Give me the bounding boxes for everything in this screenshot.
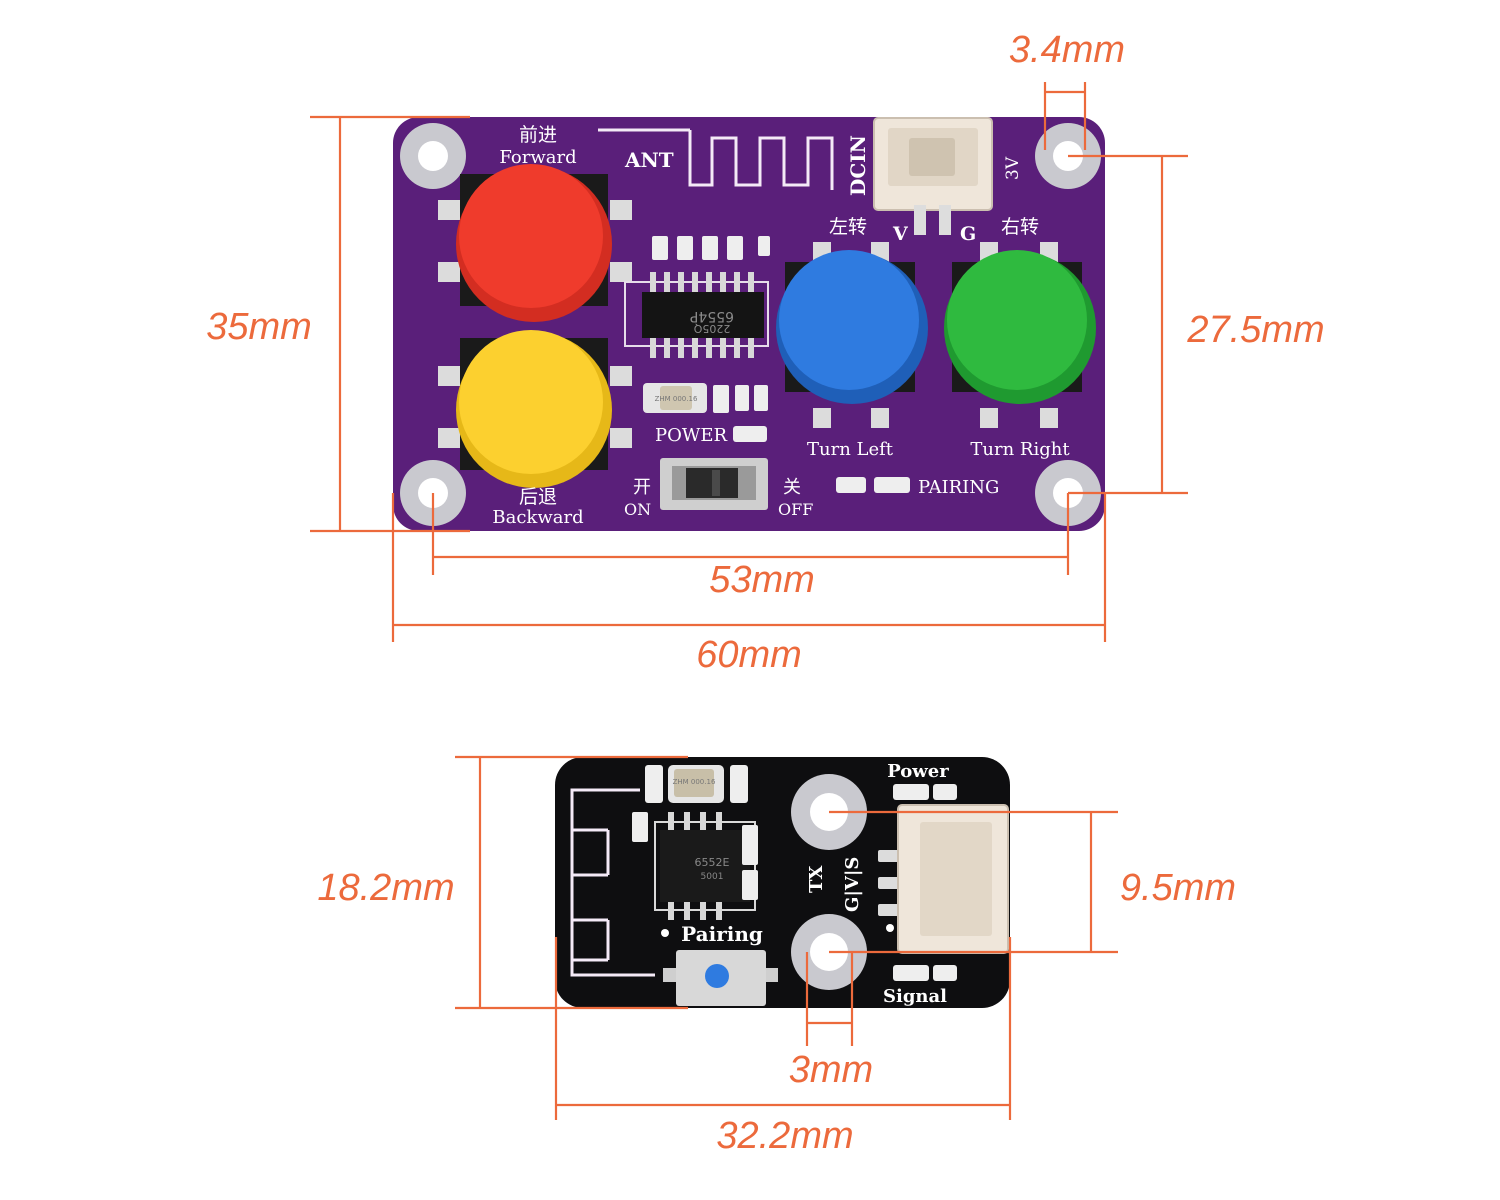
receiver-power-label: Power bbox=[887, 761, 949, 782]
receiver-power-resistor bbox=[933, 784, 957, 800]
pairing-led-2 bbox=[874, 477, 910, 493]
receiver-crystal: ZHM 000.16 bbox=[645, 765, 748, 803]
dim-rx-hole-spacing: 9.5mm bbox=[1120, 867, 1236, 909]
turn-left-button[interactable] bbox=[776, 242, 928, 428]
controller-antenna bbox=[598, 128, 834, 190]
off-en-label: OFF bbox=[778, 500, 813, 519]
receiver-power-led bbox=[893, 784, 929, 800]
receiver-signal-resistor bbox=[933, 965, 957, 981]
pairing-led-1 bbox=[836, 477, 866, 493]
forward-button[interactable] bbox=[438, 164, 632, 322]
on-cn-label: 开 bbox=[633, 477, 651, 498]
dim-rx-height: 18.2mm bbox=[317, 867, 454, 909]
controller-crystal-text: ZHM 000.16 bbox=[655, 395, 698, 403]
receiver-antenna bbox=[570, 788, 655, 977]
receiver-pins-label: G|V|S bbox=[842, 857, 863, 912]
turn-left-en-label: Turn Left bbox=[807, 439, 894, 460]
dim-rx-hole-offset: 3mm bbox=[789, 1049, 873, 1091]
receiver-pin1-dot bbox=[886, 924, 894, 932]
power-led bbox=[733, 426, 767, 442]
controller-ic-chip: 6554P 2205Q bbox=[624, 272, 769, 358]
receiver-chip-code: 5001 bbox=[701, 872, 724, 882]
receiver-smd-components bbox=[632, 812, 758, 900]
backward-cn-label: 后退 bbox=[519, 486, 557, 508]
receiver-signal-led bbox=[893, 965, 929, 981]
receiver-pairing-button[interactable] bbox=[663, 950, 778, 1006]
controller-dimensions: 3.4mm 35mm 27.5mm 53mm 60mm bbox=[206, 29, 1324, 676]
dim-height-holes: 27.5mm bbox=[1186, 309, 1324, 351]
pairing-label: PAIRING bbox=[918, 477, 999, 498]
dim-hole-spacing-top: 3.4mm bbox=[1009, 29, 1125, 71]
turn-left-cn-label: 左转 bbox=[829, 216, 867, 238]
backward-button[interactable] bbox=[438, 330, 632, 488]
dim-width-total: 60mm bbox=[696, 634, 802, 676]
on-en-label: ON bbox=[624, 500, 651, 519]
power-switch[interactable] bbox=[660, 458, 768, 510]
receiver-pairing-label: Pairing bbox=[681, 922, 763, 946]
receiver-ic-chip: 6552E 5001 bbox=[654, 812, 756, 920]
receiver-connector bbox=[878, 804, 1009, 954]
controller-chip-text: 6554P bbox=[690, 308, 734, 324]
dim-height-total: 35mm bbox=[206, 306, 312, 348]
receiver-chip-text: 6552E bbox=[695, 856, 730, 869]
dcin-label: DCIN bbox=[846, 135, 870, 196]
controller-board: ANT DCIN 3V V G 前进 Forward bbox=[393, 117, 1105, 531]
ant-label: ANT bbox=[624, 148, 674, 172]
forward-cn-label: 前进 bbox=[519, 124, 557, 146]
receiver-signal-label: Signal bbox=[883, 986, 947, 1007]
forward-en-label: Forward bbox=[499, 147, 576, 168]
turn-right-en-label: Turn Right bbox=[970, 439, 1070, 460]
dim-rx-width: 32.2mm bbox=[716, 1115, 853, 1157]
turn-right-cn-label: 右转 bbox=[1001, 216, 1039, 238]
receiver-tx-label: TX bbox=[806, 866, 827, 893]
dim-width-holes: 53mm bbox=[709, 559, 815, 601]
receiver-board: ZHM 000.16 6552E 5001 Pairing bbox=[555, 757, 1010, 1008]
controller-mount-hole-tl bbox=[400, 123, 466, 189]
backward-en-label: Backward bbox=[492, 507, 583, 528]
controller-chip-code: 2205Q bbox=[693, 322, 730, 335]
voltage-label: 3V bbox=[1003, 156, 1023, 180]
pin-v-label: V bbox=[892, 223, 909, 245]
receiver-crystal-text: ZHM 000.16 bbox=[673, 778, 716, 786]
turn-right-button[interactable] bbox=[944, 242, 1096, 428]
receiver-dimensions: 18.2mm 9.5mm 3mm 32.2mm bbox=[317, 755, 1236, 1157]
controller-smd-components bbox=[652, 236, 770, 413]
dcin-connector bbox=[873, 117, 993, 235]
controller-crystal: ZHM 000.16 bbox=[643, 383, 707, 413]
pin-g-label: G bbox=[960, 223, 976, 245]
power-label: POWER bbox=[655, 425, 728, 446]
off-cn-label: 关 bbox=[783, 477, 801, 498]
receiver-pairing-dot bbox=[661, 929, 669, 937]
